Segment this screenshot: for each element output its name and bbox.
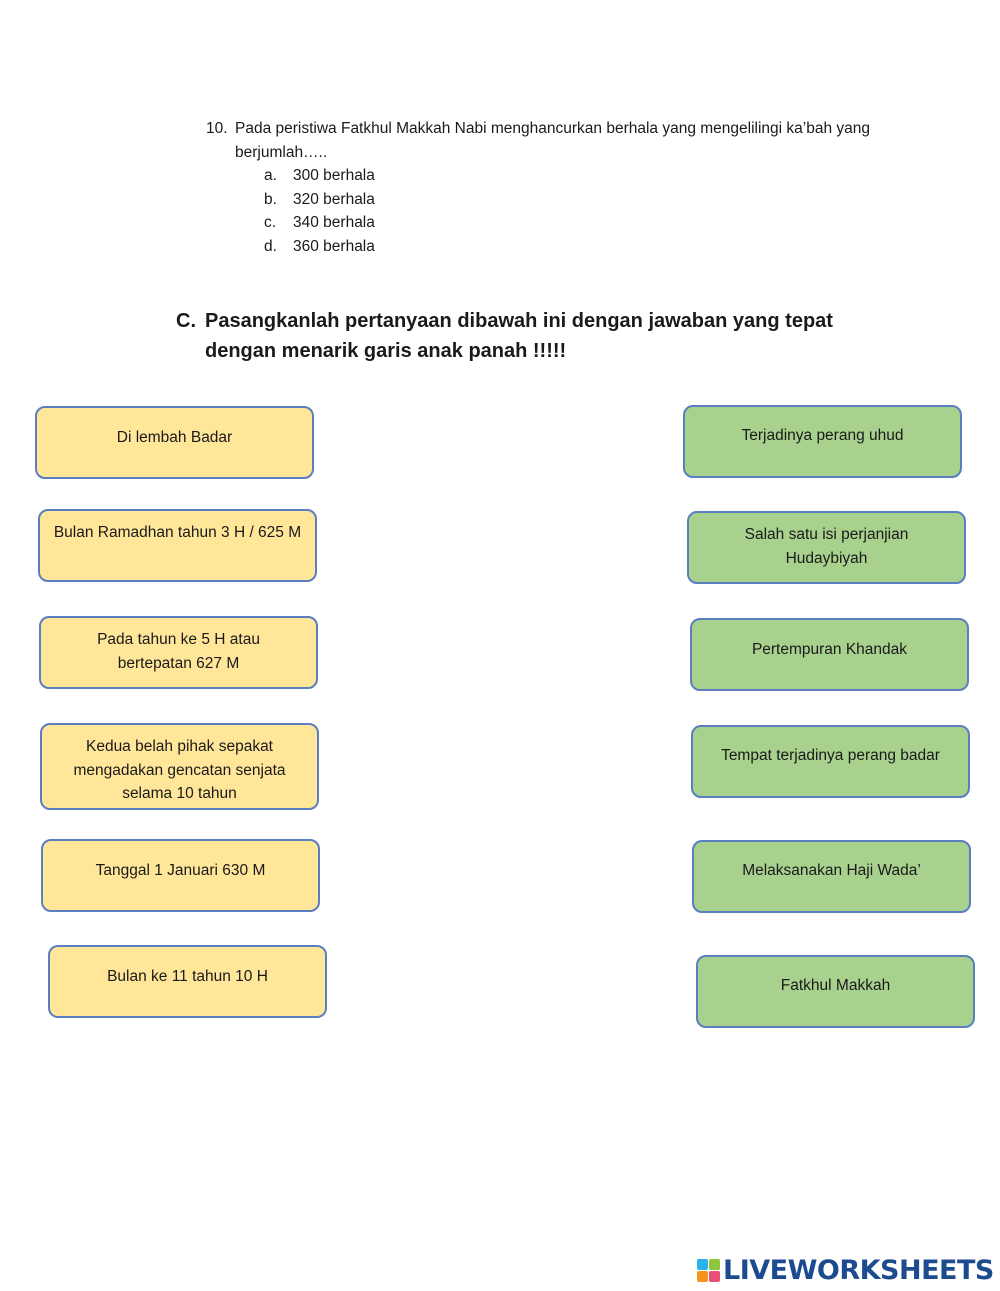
- left-match-box-1[interactable]: Di lembah Badar: [35, 406, 314, 479]
- right-match-box-1[interactable]: Terjadinya perang uhud: [683, 405, 962, 478]
- left-match-box-5[interactable]: Tanggal 1 Januari 630 M: [41, 839, 320, 912]
- left-match-text: Kedua belah pihak sepakat mengadakan gen…: [73, 738, 286, 802]
- section-c-heading: C. Pasangkanlah pertanyaan dibawah ini d…: [176, 306, 876, 366]
- right-match-box-3[interactable]: Pertempuran Khandak: [690, 618, 969, 691]
- section-letter: C.: [176, 310, 196, 332]
- left-match-text: Di lembah Badar: [116, 429, 233, 446]
- liveworksheets-logo: LIVEWORKSHEETS: [697, 1254, 994, 1286]
- right-match-box-2[interactable]: Salah satu isi perjanjian Hudaybiyah: [687, 511, 966, 584]
- answer-options: a. 300 berhala b. 320 berhala c. 340 berhal…: [264, 164, 906, 258]
- logo-square: [697, 1258, 708, 1270]
- left-match-box-2[interactable]: Bulan Ramadhan tahun 3 H / 625 M: [38, 509, 317, 582]
- option-letter: d.: [264, 237, 277, 255]
- option-c: c. 340 berhala: [264, 211, 906, 235]
- option-text: 340 berhala: [293, 214, 375, 231]
- left-match-text: Pada tahun ke 5 H atau bertepatan 627 M: [97, 631, 260, 672]
- logo-square: [709, 1258, 720, 1270]
- option-letter: a.: [264, 167, 277, 184]
- option-letter: c.: [264, 214, 277, 231]
- question-text: Pada peristiwa Fatkhul Makkah Nabi mengh…: [235, 120, 871, 161]
- left-match-box-4[interactable]: Kedua belah pihak sepakat mengadakan gen…: [40, 723, 319, 810]
- option-d: d. 360 berhala: [264, 235, 906, 259]
- question-number: 10.: [206, 120, 228, 137]
- right-match-text: Fatkhul Makkah: [780, 977, 891, 994]
- right-match-text: Terjadinya perang uhud: [741, 427, 904, 444]
- option-b: b. 320 berhala: [264, 188, 906, 212]
- option-letter: b.: [264, 190, 277, 208]
- left-match-box-6[interactable]: Bulan ke 11 tahun 10 H: [48, 945, 327, 1018]
- left-match-text: Bulan ke 11 tahun 10 H: [107, 968, 268, 985]
- right-match-box-4[interactable]: Tempat terjadinya perang badar: [691, 725, 970, 798]
- right-match-box-5[interactable]: Melaksanakan Haji Wada’: [692, 840, 971, 913]
- right-match-text: Melaksanakan Haji Wada’: [742, 862, 921, 879]
- left-match-text: Bulan Ramadhan tahun 3 H / 625 M: [53, 524, 302, 541]
- right-match-text: Tempat terjadinya perang badar: [721, 747, 940, 764]
- option-text: 300 berhala: [293, 167, 375, 184]
- option-a: a. 300 berhala: [264, 164, 906, 188]
- section-instruction: Pasangkanlah pertanyaan dibawah ini deng…: [205, 310, 833, 362]
- right-match-box-6[interactable]: Fatkhul Makkah: [696, 955, 975, 1028]
- right-match-text: Pertempuran Khandak: [751, 641, 908, 658]
- option-text: 320 berhala: [293, 190, 375, 208]
- left-match-text: Tanggal 1 Januari 630 M: [95, 862, 266, 879]
- left-match-box-3[interactable]: Pada tahun ke 5 H atau bertepatan 627 M: [39, 616, 318, 689]
- logo-square: [697, 1270, 708, 1282]
- right-match-text: Salah satu isi perjanjian Hudaybiyah: [744, 526, 909, 567]
- option-text: 360 berhala: [293, 237, 375, 255]
- logo-text: LIVEWORKSHEETS: [723, 1254, 994, 1286]
- question-10: 10. Pada peristiwa Fatkhul Makkah Nabi m…: [206, 117, 906, 258]
- logo-square: [709, 1270, 720, 1282]
- logo-mark-icon: [697, 1258, 720, 1282]
